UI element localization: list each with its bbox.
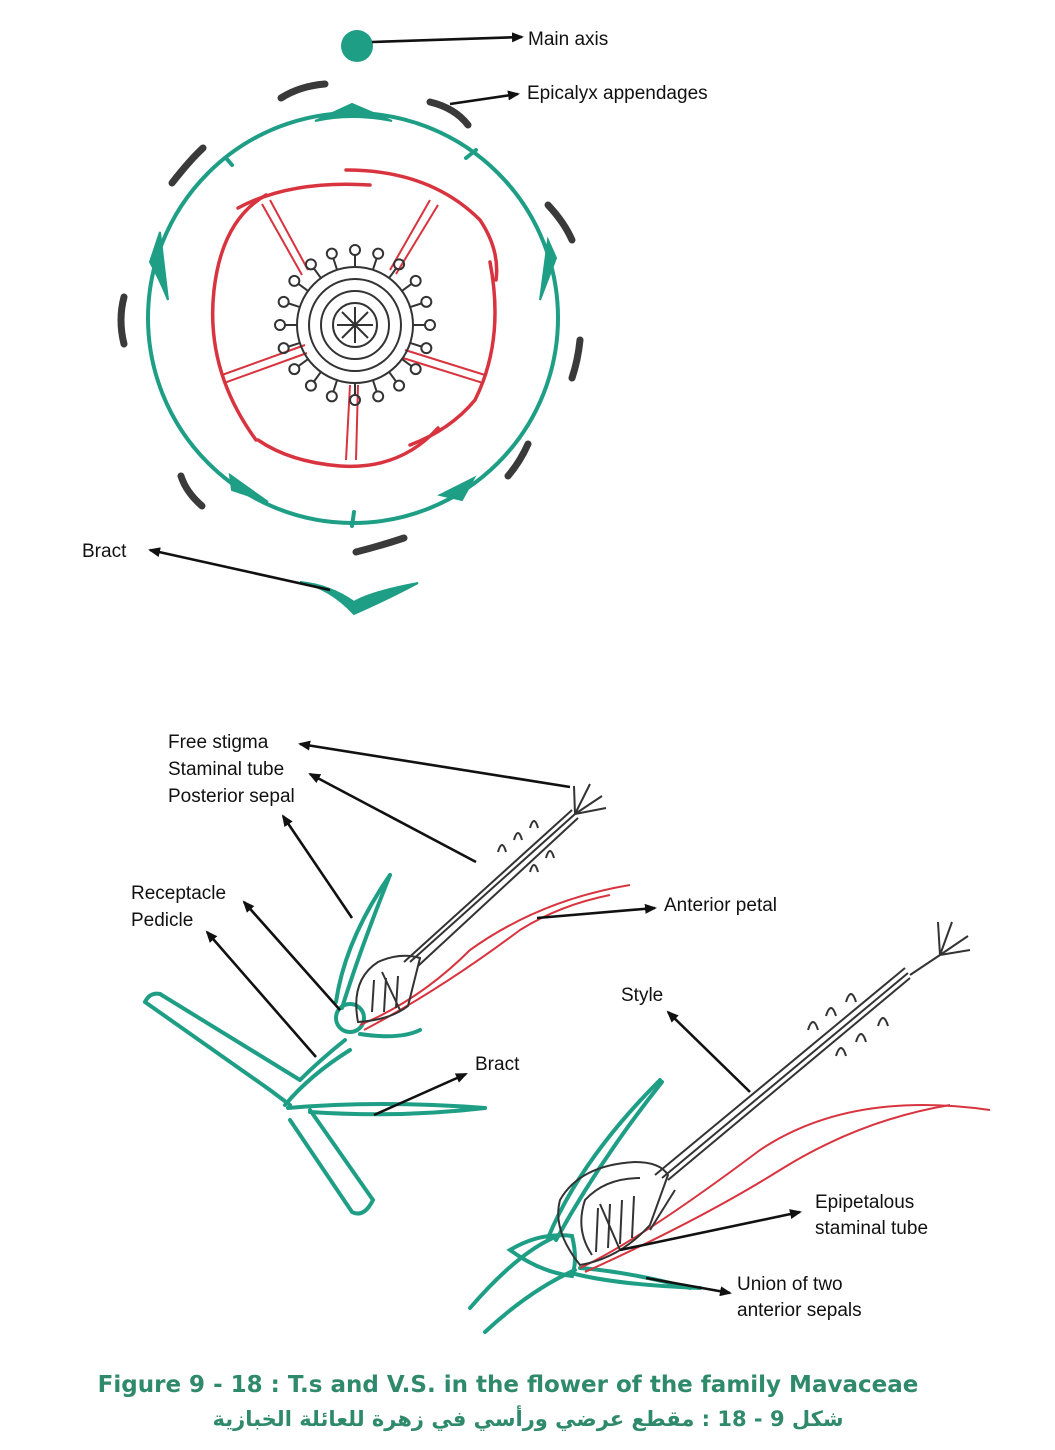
stamen-filament (410, 343, 421, 347)
stamen-anther (425, 320, 435, 330)
stamen-anther (411, 364, 421, 374)
main-axis-dot (341, 30, 373, 62)
stamen-filament (314, 268, 321, 278)
label-free-stigma: Free stigma (168, 732, 269, 753)
arrows (150, 37, 800, 1293)
stamen-anther (279, 297, 289, 307)
label-staminal-tube: Staminal tube (168, 759, 284, 780)
stamen-filament (288, 303, 299, 307)
stamen-filament (402, 284, 412, 291)
stamen-anther (327, 249, 337, 259)
floral-diagram (121, 30, 580, 614)
label-epicalyx-appendages: Epicalyx appendages (527, 83, 708, 104)
stamen-anther (421, 343, 431, 353)
label-receptacle: Receptacle (131, 883, 226, 904)
caption-arabic: شكل 9 - 18 : مقطع عرضي ورأسي في زهرة للع… (213, 1404, 844, 1431)
stamen-filament (410, 303, 421, 307)
stamen-anther (394, 381, 404, 391)
label-union-of-two: Union of two (737, 1274, 843, 1295)
label-pedicle: Pedicle (131, 910, 193, 931)
stamen-filament (314, 372, 321, 382)
stamen-anther (289, 276, 299, 286)
label-anterior-petal: Anterior petal (664, 895, 777, 916)
label-style: Style (621, 985, 663, 1006)
stamen-anther (306, 381, 316, 391)
stamen-anther (327, 391, 337, 401)
label-epipetalous: Epipetalous (815, 1192, 914, 1213)
stamen-anther (350, 245, 360, 255)
stamen-anther (306, 259, 316, 269)
stamen-filament (298, 284, 308, 291)
vertical-section-large (470, 922, 990, 1332)
stamen-anther (275, 320, 285, 330)
label-epipetalous-staminal-tube: staminal tube (815, 1218, 928, 1239)
label-anterior-sepals: anterior sepals (737, 1300, 862, 1321)
stamen-filament (333, 258, 337, 269)
stamen-filament (373, 380, 377, 391)
caption-english: Figure 9 - 18 : T.s and V.S. in the flow… (98, 1372, 919, 1398)
stamen-filament (288, 343, 299, 347)
stamen-filament (389, 372, 396, 382)
stamen-anther (373, 249, 383, 259)
label-posterior-sepal: Posterior sepal (168, 786, 295, 807)
caption: Figure 9 - 18 : T.s and V.S. in the flow… (98, 1372, 919, 1431)
stamen-anther (411, 276, 421, 286)
stamen-filament (298, 359, 308, 366)
stamen-anther (289, 364, 299, 374)
label-bract-top: Bract (82, 541, 127, 562)
label-main-axis: Main axis (528, 29, 608, 50)
label-bract-bottom: Bract (475, 1054, 520, 1075)
stamen-filament (333, 380, 337, 391)
stamen-filament (373, 258, 377, 269)
vertical-section-small (145, 784, 630, 1214)
stamen-anther (373, 391, 383, 401)
epicalyx-appendages (121, 84, 580, 552)
stamen-anther (421, 297, 431, 307)
